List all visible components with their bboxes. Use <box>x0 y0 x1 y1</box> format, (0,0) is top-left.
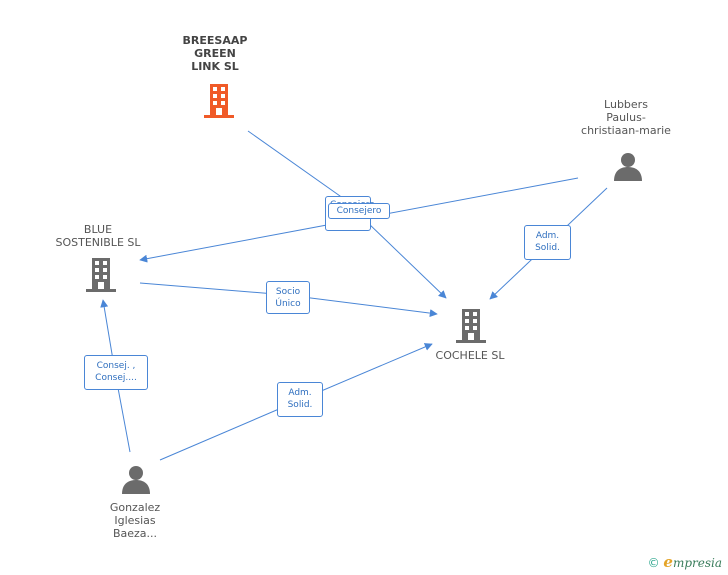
person-icon[interactable] <box>122 466 150 494</box>
brand-logo: empresia <box>663 553 722 571</box>
brand-logo-initial: e <box>663 553 673 571</box>
building-icon[interactable] <box>204 84 234 118</box>
node-label-cochele[interactable]: COCHELE SL <box>435 349 505 362</box>
building-icon[interactable] <box>86 258 116 292</box>
node-label-blue[interactable]: BLUE SOSTENIBLE SL <box>55 223 141 249</box>
edge-label-consej[interactable]: Consej. , Consej.... <box>84 355 148 390</box>
brand-logo-text: mpresia <box>672 556 722 570</box>
copyright-symbol: © <box>647 556 660 570</box>
building-icon[interactable] <box>456 309 486 343</box>
edge-label-socio-unico[interactable]: Socio Único <box>266 281 310 314</box>
edge-label-adm-solid-lubbers[interactable]: Adm. Solid. <box>524 225 571 260</box>
node-label-breesaap[interactable]: BREESAAP GREEN LINK SL <box>182 34 248 73</box>
person-icon[interactable] <box>614 153 642 181</box>
edge-label-adm-solid-gonzalez[interactable]: Adm. Solid. <box>277 382 323 417</box>
edge-label-consejero[interactable]: Consejero <box>328 203 390 219</box>
node-label-lubbers[interactable]: Lubbers Paulus- christiaan-marie <box>581 98 671 137</box>
edges <box>100 130 608 461</box>
node-label-gonzalez[interactable]: Gonzalez Iglesias Baeza... <box>109 501 161 540</box>
footer-brand: © empresia <box>648 553 722 571</box>
